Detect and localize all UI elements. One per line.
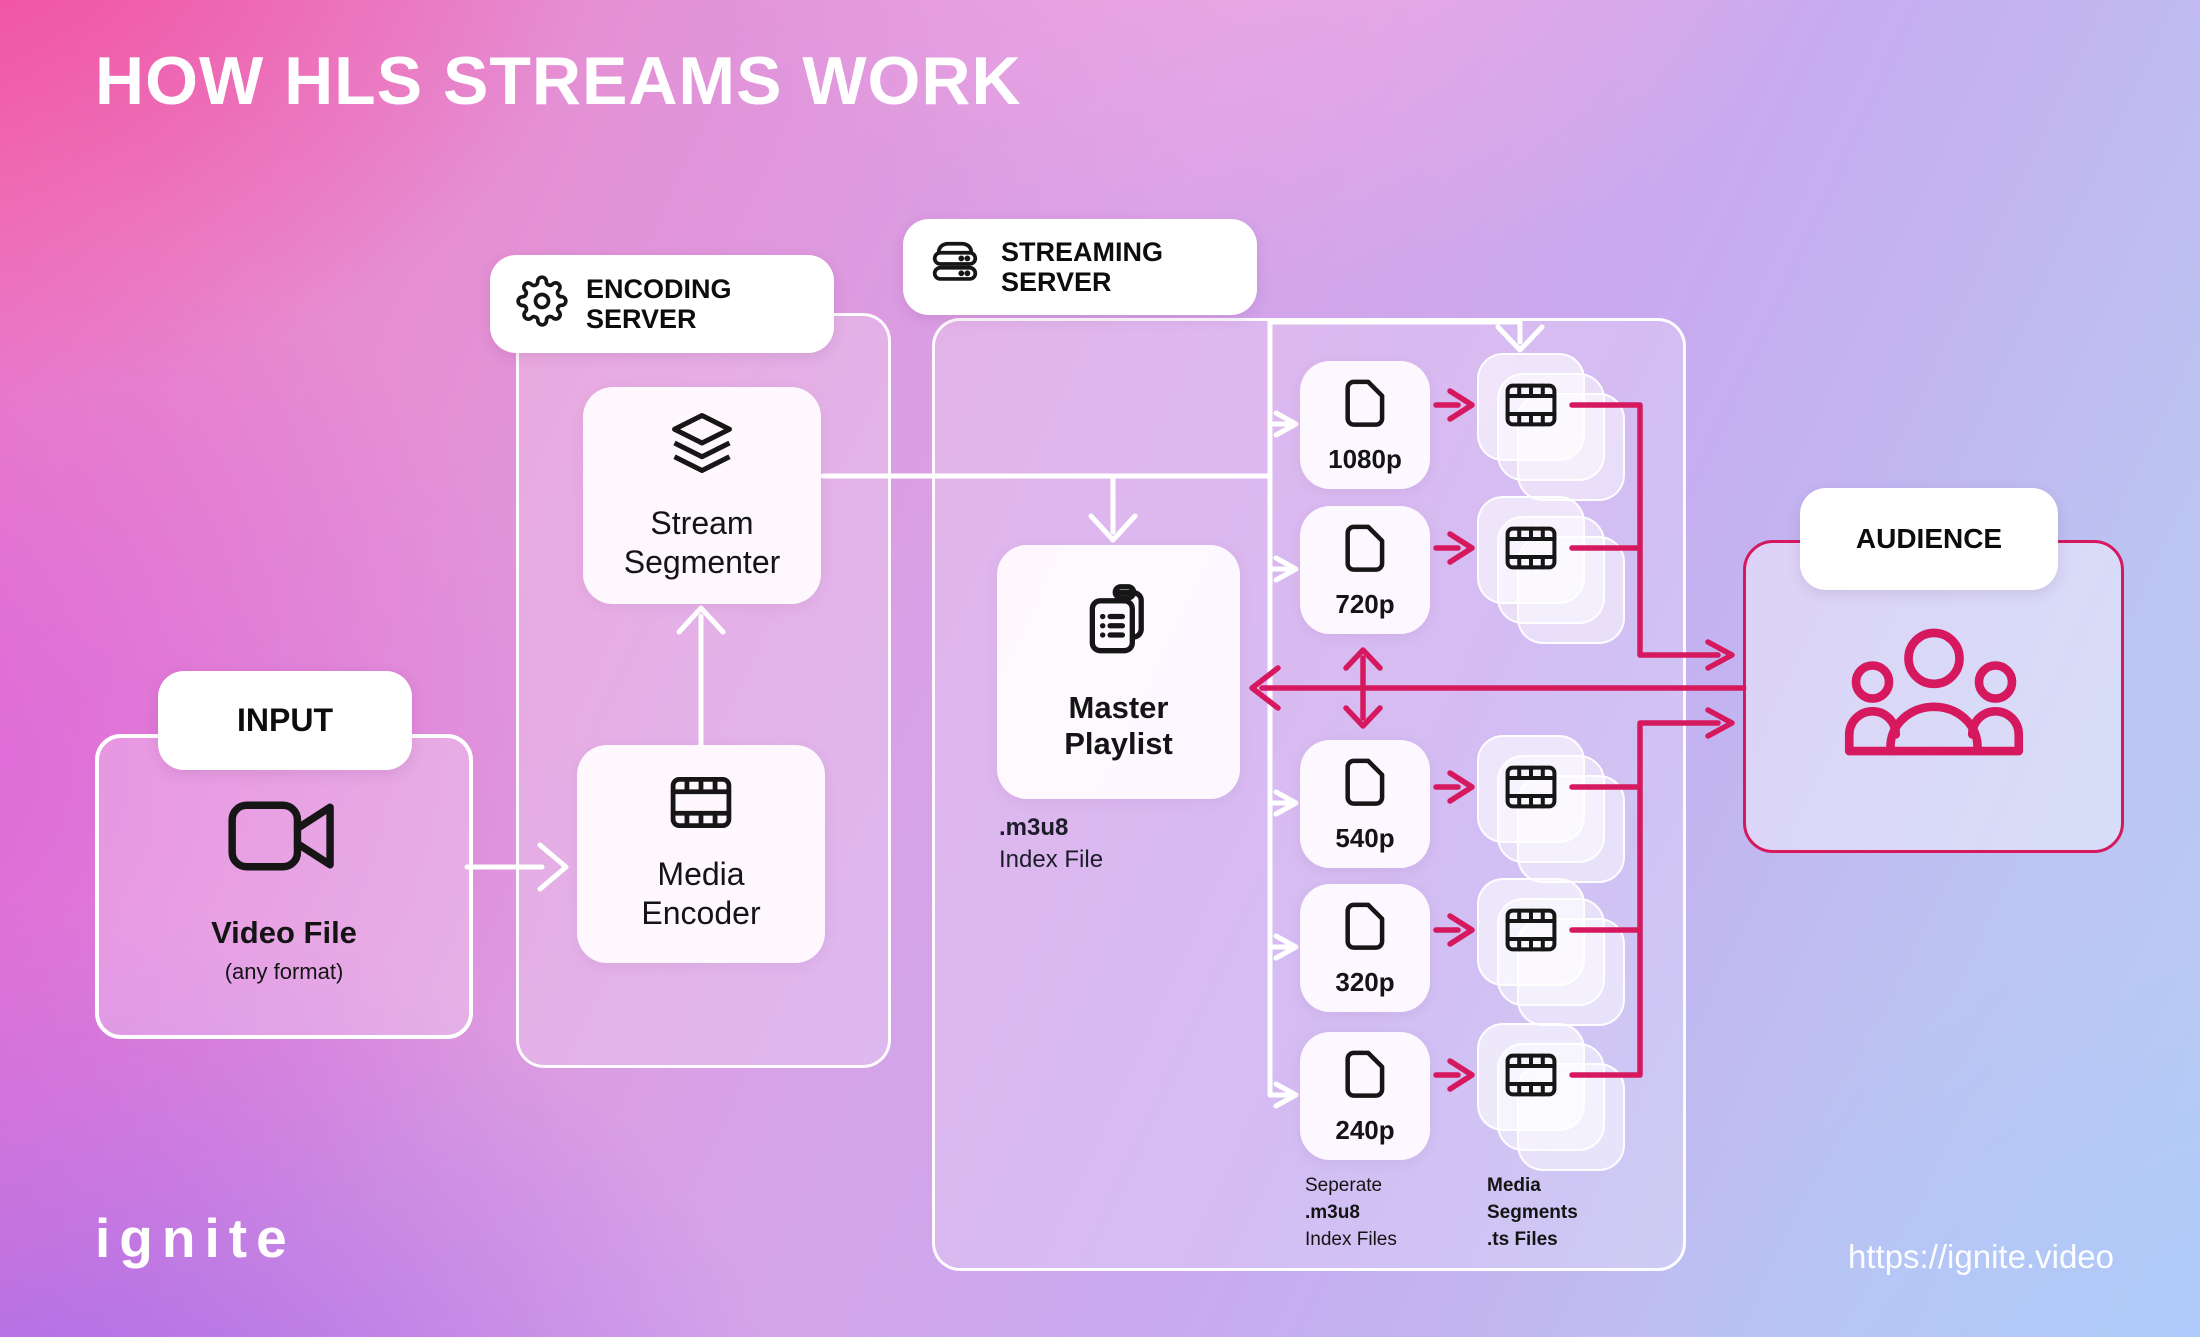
- master-playlist-node: Master Playlist: [997, 545, 1240, 799]
- clipboard-list-icon: [1078, 581, 1160, 672]
- media-segments-720p: [1477, 496, 1625, 644]
- input-file-format: (any format): [224, 959, 344, 984]
- page-title: HOW HLS STREAMS WORK: [95, 43, 1022, 119]
- film-icon: [670, 776, 732, 837]
- media-segments-240p: [1477, 1023, 1625, 1171]
- film-icon: [1505, 383, 1557, 432]
- gear-icon: [516, 275, 568, 333]
- file-icon: [1338, 376, 1392, 437]
- rendition-320p: 320p: [1300, 884, 1430, 1012]
- stream-segmenter-node: Stream Segmenter: [583, 387, 821, 604]
- media-segments-540p: [1477, 735, 1625, 883]
- note-line: Index Files: [1305, 1229, 1397, 1250]
- rendition-540p: 540p: [1300, 740, 1430, 868]
- server-stack-icon: [927, 236, 983, 298]
- film-icon: [1505, 1053, 1557, 1102]
- note-line: .m3u8: [1305, 1202, 1360, 1223]
- media-encoder-node: Media Encoder: [577, 745, 825, 963]
- stream-segmenter-label: Stream Segmenter: [623, 505, 781, 580]
- input-file-name: Video File: [211, 915, 357, 950]
- encoding-server-pill: ENCODING SERVER: [490, 255, 834, 353]
- input-box: Video File (any format): [95, 734, 473, 1039]
- streaming-server-pill: STREAMING SERVER: [903, 219, 1257, 315]
- note-line: .ts Files: [1487, 1229, 1558, 1250]
- film-icon: [1505, 765, 1557, 814]
- input-label-pill: INPUT: [158, 671, 412, 770]
- file-icon: [1338, 521, 1392, 582]
- people-group-icon: [1836, 619, 2032, 774]
- audience-label-pill: AUDIENCE: [1800, 488, 2058, 590]
- rendition-720p: 720p: [1300, 506, 1430, 634]
- master-playlist-label: Master Playlist: [1064, 689, 1173, 762]
- note-line: Seperate: [1305, 1175, 1383, 1196]
- rendition-240p: 240p: [1300, 1032, 1430, 1160]
- rendition-label: 1080p: [1328, 443, 1402, 474]
- input-label: INPUT: [237, 702, 333, 738]
- file-icon: [1338, 1047, 1392, 1108]
- index-files-note: Seperate .m3u8 Index Files: [1305, 1172, 1397, 1253]
- rendition-label: 240p: [1335, 1114, 1395, 1145]
- rendition-label: 540p: [1335, 822, 1395, 853]
- file-icon: [1338, 899, 1392, 960]
- media-segments-320p: [1477, 878, 1625, 1026]
- media-segments-1080p: [1477, 353, 1625, 501]
- audience-label: AUDIENCE: [1855, 523, 2003, 554]
- media-encoder-label: Media Encoder: [641, 856, 761, 931]
- rendition-1080p: 1080p: [1300, 361, 1430, 489]
- rendition-label: 320p: [1335, 966, 1395, 997]
- encoding-server-label: ENCODING SERVER: [586, 273, 732, 334]
- film-icon: [1505, 908, 1557, 957]
- website-url: https://ignite.video: [1848, 1238, 2114, 1275]
- streaming-server-label: STREAMING SERVER: [1001, 236, 1163, 297]
- film-icon: [1505, 526, 1557, 575]
- video-camera-icon: [225, 788, 343, 889]
- rendition-label: 720p: [1335, 588, 1395, 619]
- note-line: Segments: [1487, 1202, 1578, 1223]
- media-segments-note: Media Segments .ts Files: [1487, 1172, 1578, 1253]
- audience-box: [1743, 540, 2124, 853]
- master-playlist-file-note: .m3u8 Index File: [999, 812, 1103, 876]
- ignite-logo: ignite: [95, 1207, 296, 1269]
- m3u8-label: .m3u8: [999, 814, 1069, 841]
- index-file-label: Index File: [999, 846, 1104, 873]
- layers-icon: [669, 410, 735, 484]
- file-icon: [1338, 755, 1392, 816]
- note-line: Media: [1487, 1175, 1541, 1196]
